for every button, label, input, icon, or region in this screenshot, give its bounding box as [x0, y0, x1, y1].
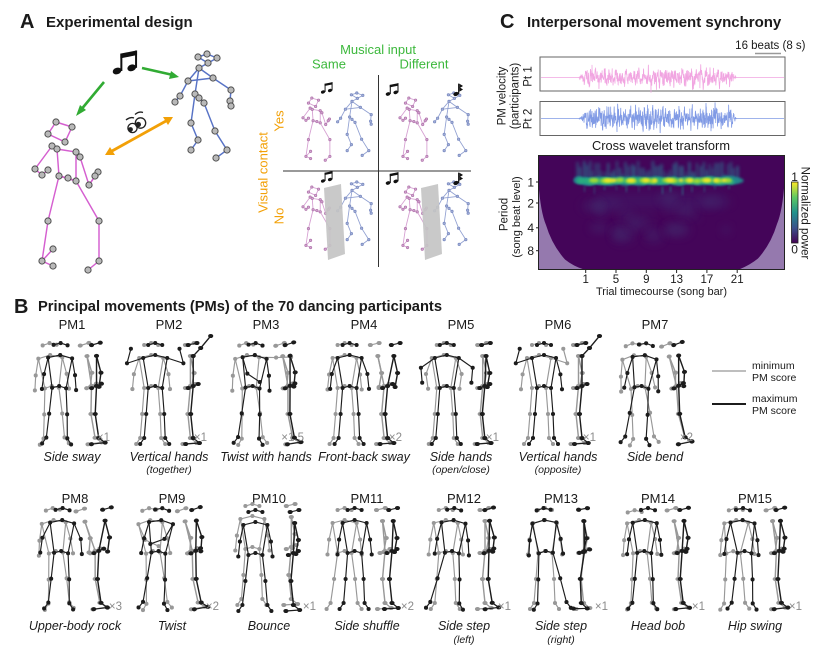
svg-text:5: 5 [613, 274, 619, 286]
svg-text:Cross wavelet transform: Cross wavelet transform [592, 138, 730, 153]
svg-text:×1: ×1 [194, 432, 207, 444]
svg-text:Side bend: Side bend [627, 450, 684, 464]
svg-text:PM8: PM8 [62, 491, 89, 506]
svg-text:Side sway: Side sway [44, 450, 102, 464]
svg-text:×1: ×1 [486, 432, 499, 444]
svg-text:13: 13 [670, 274, 683, 286]
svg-text:Twist with hands: Twist with hands [220, 450, 311, 464]
svg-text:maximum: maximum [752, 393, 798, 405]
svg-text:0: 0 [791, 243, 798, 257]
svg-text:×2: ×2 [401, 601, 414, 613]
svg-text:×1: ×1 [789, 601, 802, 613]
svg-text:×1.5: ×1.5 [281, 432, 304, 444]
svg-text:×1: ×1 [498, 601, 511, 613]
svg-text:PM6: PM6 [545, 317, 572, 332]
svg-text:PM3: PM3 [253, 317, 280, 332]
svg-text:Visual contact: Visual contact [256, 132, 271, 213]
svg-text:(right): (right) [547, 634, 574, 646]
svg-text:×1: ×1 [303, 601, 316, 613]
svg-text:Front-back sway: Front-back sway [318, 450, 410, 464]
svg-text:Head bob: Head bob [631, 619, 685, 633]
svg-text:(left): (left) [454, 634, 475, 646]
svg-text:Side hands: Side hands [430, 450, 493, 464]
svg-text:PM1: PM1 [59, 317, 86, 332]
svg-text:PM14: PM14 [641, 491, 675, 506]
svg-text:Period: Period [499, 198, 511, 231]
svg-text:×1: ×1 [97, 432, 110, 444]
svg-text:Different: Different [400, 57, 449, 72]
svg-text:PM score: PM score [752, 372, 797, 384]
svg-text:Vertical hands: Vertical hands [130, 450, 209, 464]
svg-text:Upper-body rock: Upper-body rock [29, 619, 122, 633]
svg-text:B: B [14, 296, 28, 318]
svg-text:Twist: Twist [158, 619, 187, 633]
svg-text:Hip swing: Hip swing [728, 619, 782, 633]
svg-text:Yes: Yes [272, 110, 287, 132]
svg-text:×2: ×2 [680, 432, 693, 444]
svg-text:PM5: PM5 [448, 317, 475, 332]
svg-text:Experimental design: Experimental design [46, 14, 193, 31]
svg-text:1: 1 [527, 175, 534, 189]
svg-text:1: 1 [582, 274, 588, 286]
svg-text:PM score: PM score [752, 405, 797, 417]
svg-text:9: 9 [643, 274, 649, 286]
svg-text:C: C [500, 11, 514, 33]
svg-text:Interpersonal movement synchro: Interpersonal movement synchrony [527, 14, 782, 31]
svg-text:21: 21 [731, 274, 744, 286]
svg-text:PM13: PM13 [544, 491, 578, 506]
svg-text:16 beats (8 s): 16 beats (8 s) [735, 40, 805, 52]
svg-text:×1: ×1 [595, 601, 608, 613]
svg-text:PM velocity: PM velocity [497, 66, 509, 125]
svg-text:17: 17 [701, 274, 714, 286]
svg-text:Side shuffle: Side shuffle [334, 619, 399, 633]
svg-text:8: 8 [527, 244, 534, 258]
svg-text:PM12: PM12 [447, 491, 481, 506]
svg-text:×1: ×1 [692, 601, 705, 613]
svg-text:PM7: PM7 [642, 317, 669, 332]
svg-text:(together): (together) [146, 464, 192, 476]
svg-text:(open/close): (open/close) [432, 464, 490, 476]
svg-text:Musical input: Musical input [340, 42, 416, 57]
svg-text:PM2: PM2 [156, 317, 183, 332]
svg-text:(opposite): (opposite) [535, 464, 582, 476]
svg-text:1: 1 [791, 170, 798, 184]
svg-text:A: A [20, 11, 34, 33]
svg-text:PM15: PM15 [738, 491, 772, 506]
svg-text:Same: Same [312, 57, 346, 72]
svg-text:Pt 1: Pt 1 [523, 66, 535, 86]
svg-text:PM10: PM10 [252, 491, 286, 506]
svg-text:Vertical hands: Vertical hands [519, 450, 598, 464]
svg-text:Principal movements (PMs) of t: Principal movements (PMs) of the 70 danc… [38, 299, 442, 315]
svg-text:No: No [272, 208, 287, 225]
svg-text:(song beat level): (song beat level) [511, 176, 523, 257]
svg-text:×2: ×2 [389, 432, 402, 444]
svg-text:×3: ×3 [109, 601, 122, 613]
svg-text:×2: ×2 [206, 601, 219, 613]
svg-text:PM11: PM11 [351, 491, 384, 506]
svg-text:Trial timecourse (song bar): Trial timecourse (song bar) [596, 286, 727, 298]
svg-text:Side step: Side step [438, 619, 490, 633]
svg-text:minimum: minimum [752, 360, 795, 372]
svg-text:4: 4 [527, 221, 534, 235]
svg-text:2: 2 [527, 196, 534, 210]
svg-text:Normalized power: Normalized power [799, 167, 811, 260]
svg-text:Pt 2: Pt 2 [523, 109, 535, 129]
svg-text:(participants): (participants) [510, 63, 522, 130]
svg-text:×1: ×1 [583, 432, 596, 444]
svg-text:Bounce: Bounce [248, 619, 290, 633]
svg-text:PM9: PM9 [159, 491, 186, 506]
svg-text:PM4: PM4 [351, 317, 378, 332]
svg-text:Side step: Side step [535, 619, 587, 633]
